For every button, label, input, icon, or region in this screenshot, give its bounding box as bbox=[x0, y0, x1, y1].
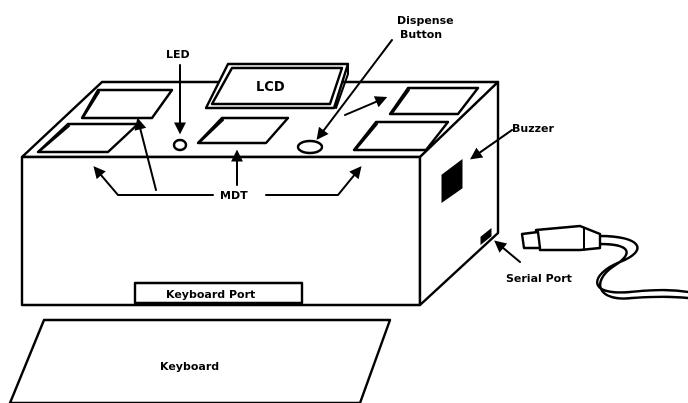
keyboard-port bbox=[133, 281, 304, 305]
keyboard-port-label: Keyboard Port bbox=[166, 288, 255, 301]
mdt-arrow-back-left bbox=[134, 117, 157, 191]
box-side-face bbox=[418, 80, 500, 307]
leader-lines bbox=[93, 39, 521, 263]
keyboard-label: Keyboard bbox=[160, 360, 219, 373]
serial-port-label: Serial Port bbox=[506, 272, 572, 285]
keyboard bbox=[8, 318, 392, 403]
mdt-slot-front-right bbox=[352, 120, 450, 152]
mdt-slot-center bbox=[196, 116, 290, 145]
mdt-arrow-front-left bbox=[93, 166, 214, 196]
mdt-label: MDT bbox=[220, 189, 248, 202]
buzzer-label: Buzzer bbox=[512, 122, 554, 135]
dispense-arrow bbox=[316, 39, 393, 140]
mdt-arrow-front-right bbox=[265, 166, 362, 196]
mdt-arrow-back-right bbox=[344, 96, 388, 116]
dispense-button bbox=[296, 139, 324, 155]
dispense-button-label: Dispense bbox=[397, 14, 454, 27]
serial-port-socket bbox=[480, 227, 492, 246]
usb-plug bbox=[534, 224, 602, 252]
buzzer-arrow bbox=[470, 129, 513, 160]
lcd-display bbox=[204, 62, 350, 110]
led-indicator bbox=[172, 138, 188, 152]
usb-cable bbox=[520, 224, 688, 300]
lcd-label: LCD bbox=[256, 80, 285, 95]
mdt-slot-back-left bbox=[80, 88, 174, 120]
mdt-slot-back-right bbox=[388, 86, 480, 116]
serial-port-arrow bbox=[494, 240, 521, 263]
dispense-button-label-line2: Button bbox=[400, 28, 442, 41]
buzzer-grille bbox=[441, 159, 463, 203]
led-label: LED bbox=[166, 48, 190, 61]
